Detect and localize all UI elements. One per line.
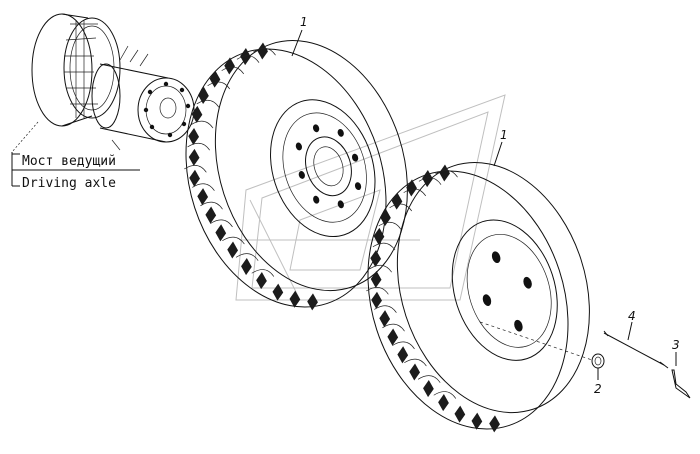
callout-leaders <box>291 29 677 380</box>
watermark-logo-icon <box>235 94 506 301</box>
caption-block: Мост ведущий Driving axle <box>11 121 140 191</box>
wrench-icon <box>603 330 669 369</box>
tire-icon <box>366 162 590 433</box>
callout-1-front-wheel: 1 <box>500 128 508 142</box>
wrench-icon <box>671 369 691 399</box>
callout-2-nut: 2 <box>594 382 602 396</box>
tire-icon <box>184 40 408 311</box>
callout-1-rear-wheel: 1 <box>300 15 308 29</box>
caption-russian: Мост ведущий <box>22 154 116 169</box>
callout-3-key: 3 <box>672 338 680 352</box>
caption-english: Driving axle <box>22 176 116 191</box>
callout-4-wrench-bar: 4 <box>628 309 636 323</box>
axle-hub-icon <box>31 13 195 151</box>
